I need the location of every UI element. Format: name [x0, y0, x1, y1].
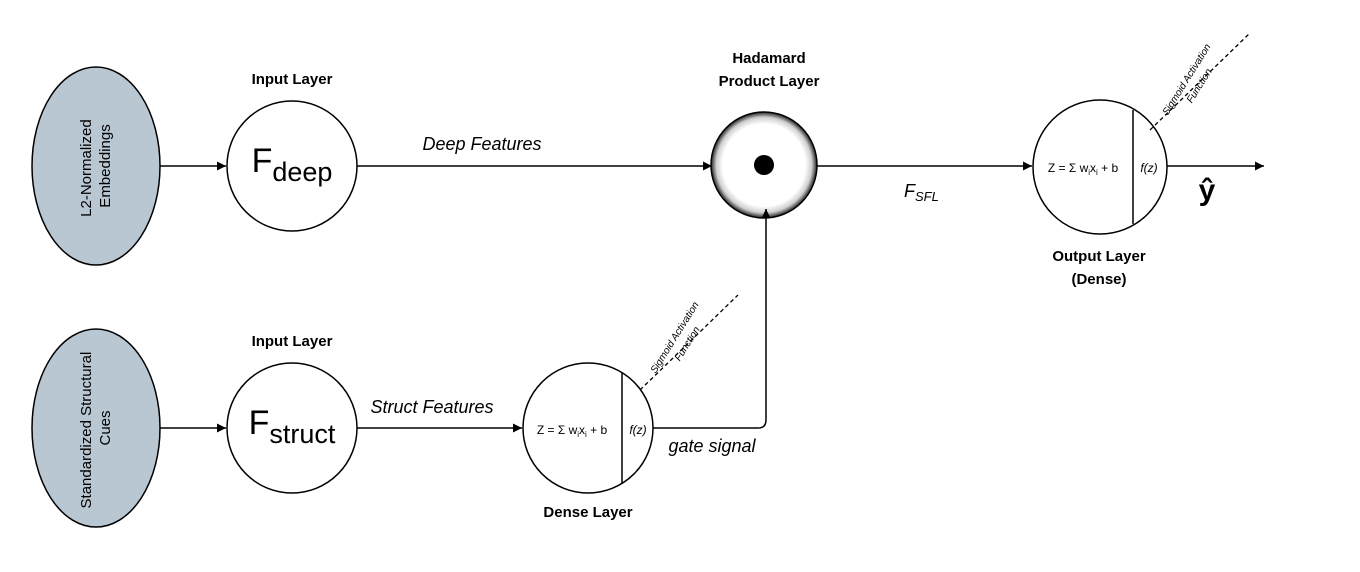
fdeep-symbol: F [252, 142, 273, 180]
dense-layer-title: Dense Layer [543, 504, 632, 521]
fstruct-symbol: F [249, 404, 270, 442]
input-layer-fdeep: Fdeep [226, 100, 358, 232]
embeddings-label-line2: Embeddings [97, 124, 114, 207]
fdeep-subscript: deep [272, 157, 332, 187]
dense-activation-label: f(z) [629, 423, 646, 437]
hadamard-title-line1: Hadamard [732, 50, 805, 67]
structural-cues-label-line2: Cues [97, 410, 114, 445]
output-activation-label: f(z) [1140, 161, 1157, 175]
dense-formula: Z = Σ wixi + b [537, 423, 608, 439]
svg-text:Fdeep: Fdeep [252, 142, 333, 187]
struct-features-label: Struct Features [370, 397, 493, 417]
input-structural-cues-node: Standardized Structural Cues [31, 328, 161, 528]
hadamard-dot-icon [754, 155, 774, 175]
svg-text:L2-Normalized Embeddings: L2-Normalized Embeddings [78, 115, 114, 217]
output-layer-title-line2: (Dense) [1071, 271, 1126, 288]
output-activation-pointer [1149, 32, 1251, 131]
y-hat-output-symbol: ŷ [1199, 174, 1216, 207]
output-layer-title-line1: Output Layer [1052, 248, 1146, 265]
output-layer-node: Z = Σ wixi + b f(z) [1032, 99, 1168, 235]
input-embeddings-node: L2-Normalized Embeddings [31, 66, 161, 266]
fsfl-label: FSFL [904, 181, 939, 204]
input-layer-top-title: Input Layer [252, 71, 333, 88]
svg-text:Standardized Structural: Standardized Structural Cues [78, 348, 114, 509]
hadamard-product-node [710, 111, 818, 219]
dense-layer-node: Z = Σ wixi + b f(z) [522, 362, 654, 494]
arrow-gate-to-hadamard [653, 209, 771, 429]
output-formula: Z = Σ wixi + b [1048, 161, 1119, 177]
fstruct-subscript: struct [269, 419, 336, 449]
svg-text:Fstruct: Fstruct [249, 404, 336, 449]
structural-cues-label-line1: Standardized Structural [78, 352, 95, 509]
dense-activation-pointer [639, 294, 739, 391]
input-layer-fstruct: Fstruct [226, 362, 358, 494]
hadamard-title-line2: Product Layer [719, 73, 820, 90]
deep-features-label: Deep Features [422, 134, 541, 154]
dense-activation-note: Sigmoid Activation Function [649, 298, 715, 383]
input-layer-bottom-title: Input Layer [252, 333, 333, 350]
embeddings-label-line1: L2-Normalized [78, 119, 95, 217]
output-activation-note: Sigmoid Activation Function [1161, 40, 1227, 125]
gate-signal-label: gate signal [668, 436, 756, 456]
